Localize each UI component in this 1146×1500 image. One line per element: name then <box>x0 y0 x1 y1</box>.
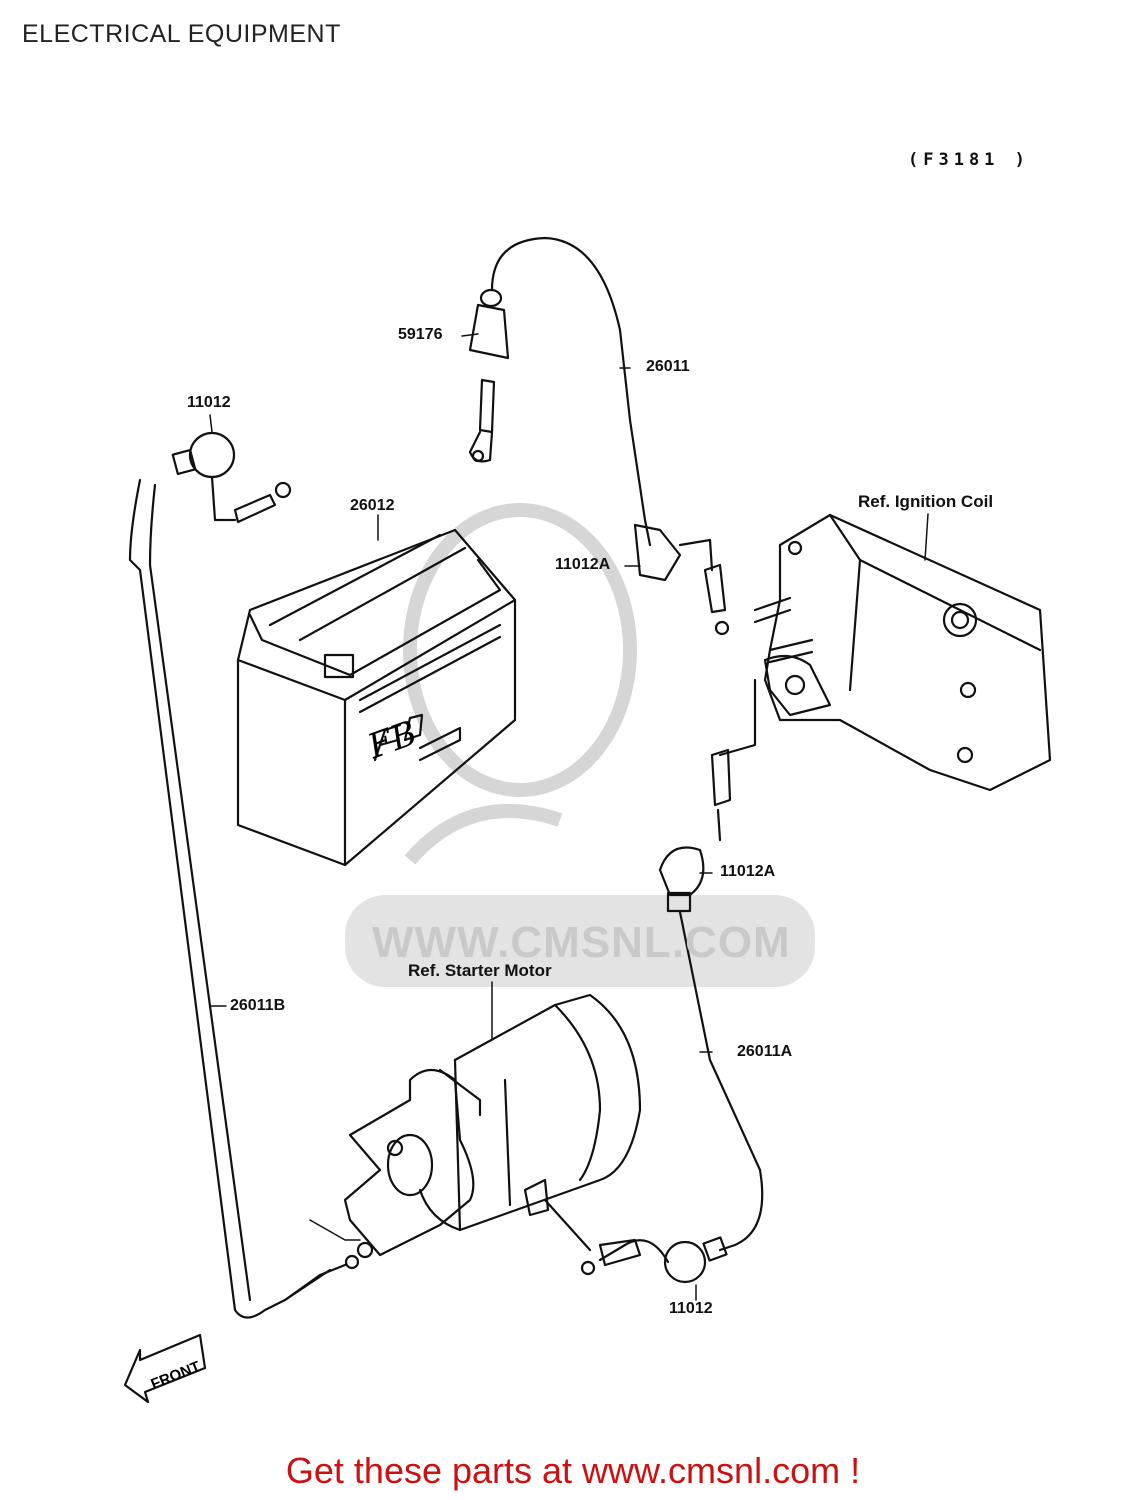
part-label-26011B: 26011B <box>230 997 286 1014</box>
part-label-11012-bottom: 11012 <box>669 1300 713 1317</box>
part-label-11012A-lower: 11012A <box>720 863 776 880</box>
cable-26011B <box>128 478 332 1319</box>
front-arrow-icon <box>123 1333 207 1404</box>
ref-starter-motor: Ref. Starter Motor <box>408 961 552 980</box>
part-label-26011A: 26011A <box>737 1043 793 1060</box>
ref-ignition-coil: Ref. Ignition Coil <box>858 492 994 511</box>
watermark-text: WWW.CMSNL.COM <box>372 918 791 967</box>
part-label-11012-top: 11012 <box>187 394 231 411</box>
watermark-banner <box>345 895 815 987</box>
terminal-cover-59176 <box>468 288 510 463</box>
part-label-11012A-upper: 11012A <box>555 556 611 573</box>
cable-cap-11012A-lower <box>658 678 757 913</box>
battery <box>236 528 517 867</box>
ignition-coil <box>753 513 1052 792</box>
part-label-26011: 26011 <box>646 358 690 375</box>
cta-link[interactable]: Get these parts at www.cmsnl.com ! <box>285 1450 861 1491</box>
cable-26011A <box>678 910 764 1252</box>
leader-lines <box>209 333 929 1301</box>
cable-cap-11012-top <box>171 431 292 524</box>
battery-marking: FB <box>362 713 422 768</box>
watermark-logo <box>403 503 637 865</box>
page-title: ELECTRICAL EQUIPMENT <box>22 20 341 48</box>
part-label-26012: 26012 <box>350 497 395 514</box>
starter-motor <box>343 993 642 1259</box>
part-label-59176: 59176 <box>398 326 443 343</box>
diagram-code: (F3181 ) <box>908 150 1030 170</box>
front-arrow-label: FRONT <box>148 1358 202 1393</box>
cable-cap-11012-bottom <box>580 1236 728 1284</box>
cable-26011 <box>490 236 652 547</box>
